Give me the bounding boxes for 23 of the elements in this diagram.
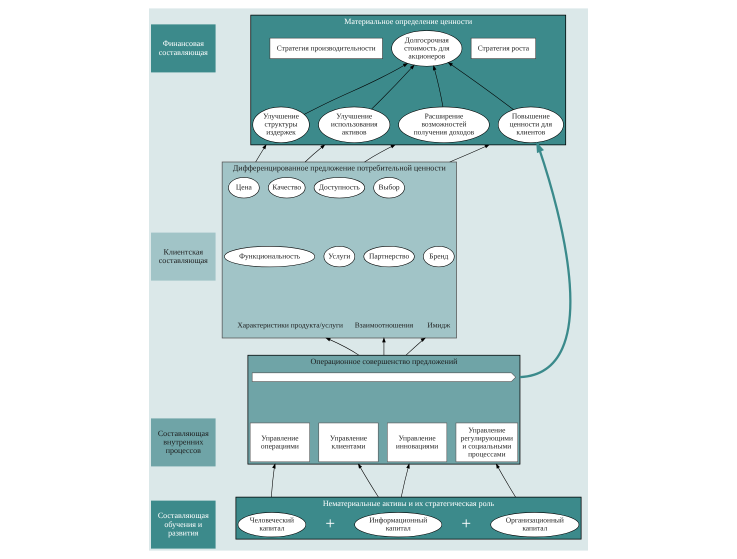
arrow [364, 144, 396, 162]
node-box: Финансовая составляющая [151, 24, 216, 72]
node-box: Составляющая обучения и развития [151, 500, 216, 549]
arrow [304, 62, 408, 115]
arrow [382, 337, 386, 356]
arrow [520, 142, 572, 378]
arrow [358, 463, 379, 498]
arrow [271, 463, 276, 498]
arrow [325, 338, 360, 356]
label: + [325, 514, 336, 533]
arrow [496, 463, 516, 498]
node-arrow [252, 372, 516, 382]
arrow [400, 463, 410, 498]
arrow [449, 144, 490, 162]
arrow [304, 144, 326, 162]
node-box: Составляющая внутренних процессов [151, 418, 216, 466]
arrow [406, 338, 426, 356]
label: + [461, 514, 472, 533]
arrow [255, 144, 267, 162]
node-box: Клиентская составляющая [151, 232, 216, 281]
arrow [432, 65, 444, 108]
arrow [448, 62, 514, 110]
arrow [371, 64, 415, 110]
